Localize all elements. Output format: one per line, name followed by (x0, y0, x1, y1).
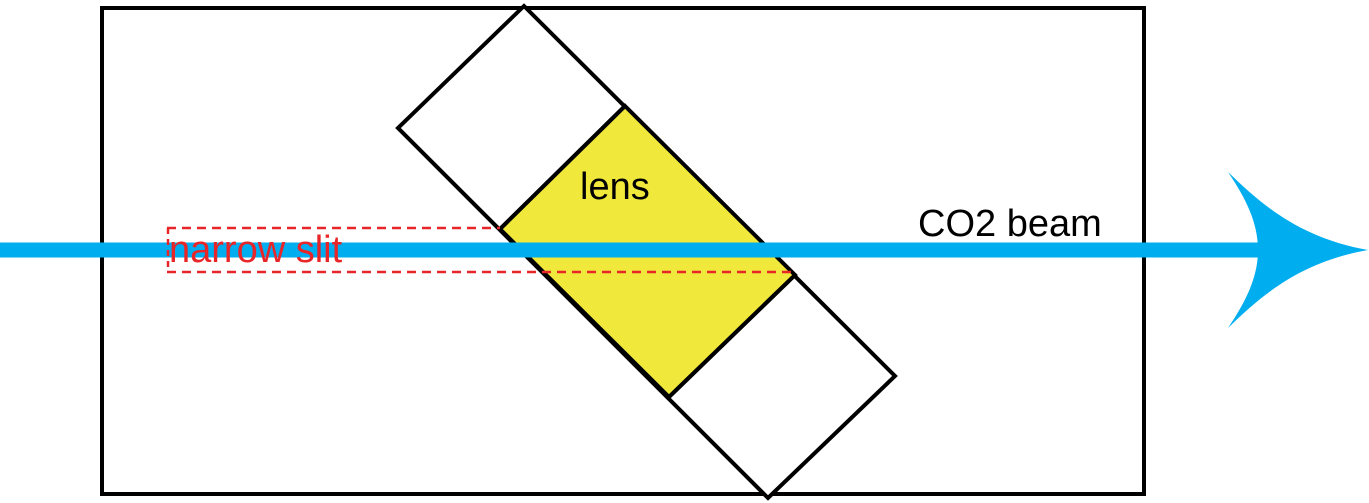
co2-beam-arrowhead (1228, 172, 1368, 328)
lens-holder-divider-bottom (667, 273, 797, 399)
co2-beam-label: CO2 beam (918, 203, 1102, 245)
narrow-slit-label: narrow slit (169, 229, 343, 271)
lens-holder-divider-top (498, 104, 627, 231)
lens-label: lens (580, 166, 650, 208)
